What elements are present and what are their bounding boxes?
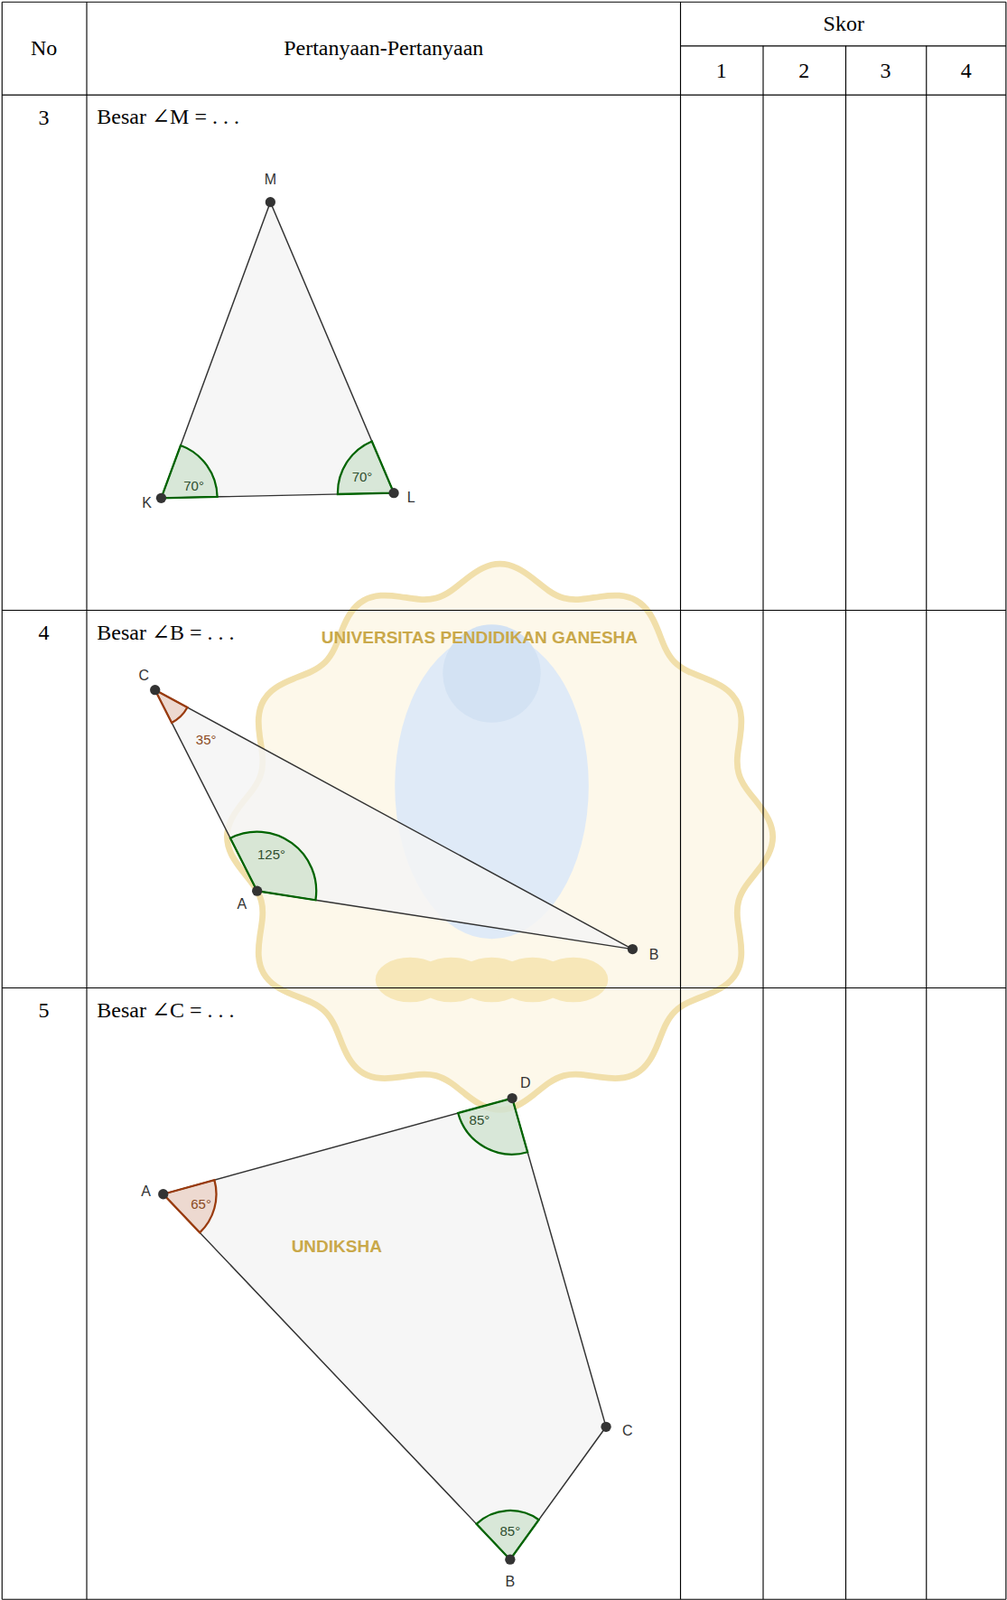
vertex-dot: [504, 1554, 515, 1565]
angle-marker: [160, 445, 217, 498]
geometry-figure: [156, 196, 400, 504]
angle-marker: [476, 1510, 540, 1559]
table-rule: [1, 987, 1007, 989]
question-text: Besar ∠B = . . .: [96, 620, 234, 644]
row-number: 4: [38, 620, 50, 644]
vertex-label: A: [236, 895, 247, 913]
row-number: 5: [38, 997, 50, 1022]
vertex-label: D: [520, 1074, 532, 1091]
table-rule: [85, 1, 87, 1599]
vertex-dot: [600, 1421, 611, 1432]
vertex-label: K: [141, 494, 152, 512]
vertex-dot: [506, 1092, 517, 1103]
table-rule: [845, 46, 847, 1599]
vertex-label: A: [140, 1184, 151, 1201]
angle-label: 70°: [183, 477, 205, 494]
angle-marker: [457, 1098, 528, 1155]
table-rule: [680, 1, 681, 1599]
angle-label: 70°: [352, 468, 373, 485]
vertex-dot: [158, 1188, 168, 1199]
row-number: 3: [38, 105, 50, 130]
vertex-label: B: [649, 947, 660, 964]
question-text: Besar ∠C = . . .: [96, 997, 234, 1022]
vertex-label: B: [504, 1573, 515, 1590]
vertex-label: M: [264, 171, 277, 188]
table-rule: [762, 46, 764, 1599]
angle-label: 65°: [190, 1196, 212, 1213]
vertex-dot: [627, 943, 638, 954]
column-header: No: [30, 36, 57, 60]
table-rule: [1, 1, 3, 1599]
table-rule: [1, 1, 1007, 3]
column-header: Pertanyaan-Pertanyaan: [283, 36, 484, 60]
angle-marker: [337, 440, 394, 495]
watermark-lotus-petal: [538, 957, 608, 1003]
geometry-figure: [158, 1092, 612, 1565]
vertex-dot: [149, 684, 160, 695]
vertex-label: C: [622, 1422, 634, 1439]
score-number: 4: [960, 58, 972, 83]
vertex-dot: [388, 487, 399, 498]
vertex-dot: [265, 196, 276, 207]
angle-marker: [163, 1179, 217, 1232]
polygon-shape: [163, 1098, 607, 1560]
polygon-shape: [155, 689, 634, 950]
table-rule: [925, 46, 927, 1599]
table-rule: [1, 609, 1007, 611]
column-header: Skor: [823, 11, 865, 36]
vertex-dot: [156, 493, 167, 504]
table-rule: [1005, 1, 1007, 1599]
table-rule: [1, 93, 1007, 95]
polygon-shape: [160, 202, 394, 499]
angle-marker: [230, 831, 317, 901]
table-rule: [680, 45, 1007, 47]
vertex-label: C: [139, 667, 150, 684]
geometry-figure: [149, 684, 638, 954]
watermark-text: UNDIKSHA: [291, 1237, 383, 1257]
table-rule: [1, 1598, 1007, 1600]
angle-label: 35°: [195, 732, 217, 748]
score-number: 3: [880, 58, 892, 83]
score-number: 1: [716, 58, 728, 83]
score-number: 2: [798, 58, 810, 83]
angle-label: 85°: [469, 1112, 491, 1129]
angle-label: 85°: [499, 1522, 521, 1539]
watermark-text: UNIVERSITAS PENDIDIKAN GANESHA: [321, 628, 638, 648]
vertex-label: L: [407, 489, 416, 506]
angle-marker: [155, 689, 188, 723]
question-text: Besar ∠M = . . .: [96, 104, 240, 129]
vertex-dot: [251, 885, 262, 896]
angle-label: 125°: [257, 846, 286, 862]
